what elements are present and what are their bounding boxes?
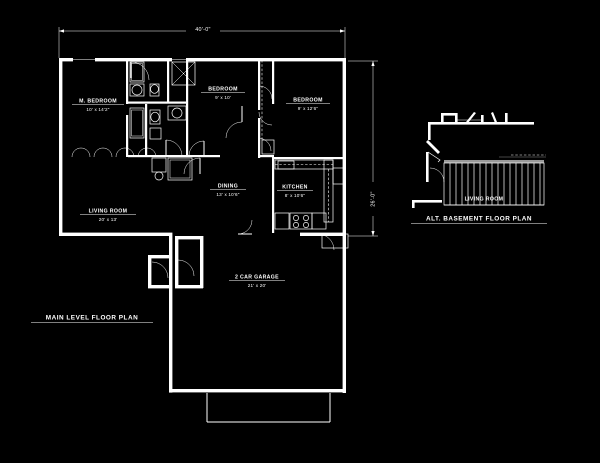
living-room-zone [71,147,201,175]
basement-stair-treads [443,154,546,206]
room-dim-kitchen: 8' x 10'6" [285,193,306,198]
room-dim-bedroom-3: 9' x 12'6" [298,106,319,111]
overall-depth-dimension: 26'-0" [348,60,378,237]
basement-plan-title: ALT. BASEMENT FLOOR PLAN [426,216,532,223]
overall-width-dimension: 40'-0" [58,25,346,58]
room-dim-living-room: 20' x 13' [99,217,118,222]
room-label-living-room: LIVING ROOM [89,208,128,214]
room-dim-master-bedroom: 10' x 14'2" [86,107,109,112]
garage-entry-door [237,219,349,251]
room-label-garage: 2 CAR GARAGE [235,274,279,280]
room-dim-dining: 13' x 10'6" [216,192,239,197]
basement-plan-title-group: ALT. BASEMENT FLOOR PLAN [411,216,547,224]
room-label-master-bedroom: M. BEDROOM [79,98,117,104]
doors-bedroom-wing [130,60,275,157]
room-label-dining: DINING [218,183,238,189]
kitchen-fixtures [272,157,346,233]
room-label-bedroom-3: BEDROOM [293,97,323,103]
basement-room-labels: LIVING ROOM [465,196,504,202]
main-level-floor-plan: M. BEDROOM 10' x 14'2" BEDROOM 9' x 10' … [31,58,349,423]
room-label-basement-living-room: LIVING ROOM [465,196,504,202]
garage-walls [148,232,346,423]
main-plan-room-labels: M. BEDROOM 10' x 14'2" BEDROOM 9' x 10' … [72,86,330,288]
dining-utility-fixtures [151,157,193,181]
bathroom-fixtures [129,61,196,140]
main-plan-title: MAIN LEVEL FLOOR PLAN [46,315,138,322]
room-dim-bedroom-2: 9' x 10' [215,95,231,100]
room-dim-garage: 21' x 20' [248,283,267,288]
main-plan-title-group: MAIN LEVEL FLOOR PLAN [31,315,153,323]
alt-basement-floor-plan: LIVING ROOM ALT. BASEMENT FLOOR PLAN [411,112,547,224]
overall-depth-dim-label: 26'-0" [370,191,376,207]
room-label-kitchen: KITCHEN [282,184,308,190]
basement-upper-walls [428,112,534,140]
room-label-bedroom-2: BEDROOM [208,86,238,92]
overall-width-dim-label: 40'-0" [195,27,211,33]
